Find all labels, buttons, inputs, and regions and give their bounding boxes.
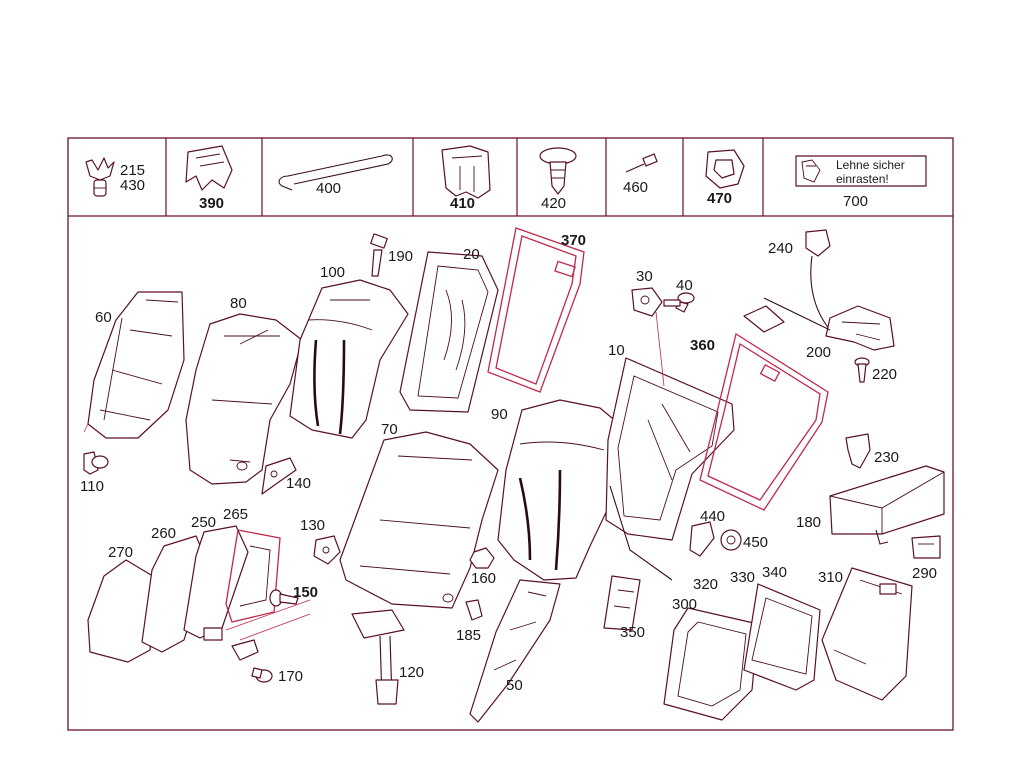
cable-module-350-part	[603, 485, 673, 631]
bracket-clip-410-icon	[441, 145, 491, 199]
callout-50: 50	[506, 677, 523, 694]
screw-220-part	[854, 357, 870, 383]
mat-360-part	[699, 332, 829, 511]
clip-215-icon	[85, 157, 115, 197]
trim-panel-310-part	[821, 567, 913, 701]
release-120-part	[351, 609, 405, 705]
nut-160-part	[469, 547, 495, 569]
bolt-190-part	[370, 233, 388, 277]
callout-70: 70	[381, 421, 398, 438]
bracket-290-part	[911, 535, 941, 559]
callout-200: 200	[806, 344, 831, 361]
legend-label-410: 410	[450, 195, 475, 212]
legend-label-460: 460	[623, 179, 648, 196]
callout-220: 220	[872, 366, 897, 383]
callout-130: 130	[300, 517, 325, 534]
callout-185: 185	[456, 627, 481, 644]
callout-265: 265	[223, 506, 248, 523]
hinge-130-part	[313, 535, 341, 565]
legend-label-390: 390	[199, 195, 224, 212]
callout-100: 100	[320, 264, 345, 281]
callout-110: 110	[80, 478, 104, 495]
callout-170: 170	[278, 668, 303, 685]
legend-label-470: 470	[707, 190, 732, 207]
diagram-frame	[67, 137, 954, 731]
legend-label-420: 420	[541, 195, 566, 212]
warning-sign-700	[795, 155, 927, 187]
callout-20: 20	[463, 246, 480, 263]
callout-260: 260	[151, 525, 176, 542]
backrest-shell-100-part	[289, 279, 409, 439]
cushion-70-part	[339, 431, 499, 609]
side-trim-50-part	[469, 579, 561, 723]
legend-label-215: 215	[120, 162, 145, 179]
callout-300: 300	[672, 596, 697, 613]
callout-80: 80	[230, 295, 247, 312]
callout-150: 150	[293, 584, 318, 601]
mat-370-part	[487, 227, 585, 393]
clip-440-part	[689, 521, 715, 557]
callout-270: 270	[108, 544, 133, 561]
screw-110-part	[83, 451, 109, 475]
legend-label-700: 700	[843, 193, 868, 210]
callout-450: 450	[743, 534, 768, 551]
callout-290: 290	[912, 565, 937, 582]
module-265-part	[225, 529, 281, 623]
clip-230-part	[845, 433, 871, 469]
callout-60: 60	[95, 309, 112, 326]
box-180-part	[829, 465, 945, 545]
backrest-90-part	[497, 399, 637, 581]
clip-390-icon	[185, 145, 233, 191]
callout-330: 330	[730, 569, 755, 586]
callout-250: 250	[191, 514, 216, 531]
callout-160: 160	[471, 570, 496, 587]
callout-240: 240	[768, 240, 793, 257]
sign-line-1: Lehne sicher	[836, 158, 905, 172]
side-panel-60-part	[83, 291, 185, 439]
callout-440: 440	[700, 508, 725, 525]
cushion-270-part	[87, 559, 157, 663]
clip-185-part	[465, 599, 483, 621]
callout-340: 340	[762, 564, 787, 581]
hinge-140-part	[261, 457, 297, 495]
bolt-150-part	[225, 589, 311, 641]
callout-230: 230	[874, 449, 899, 466]
pin-460-icon	[625, 153, 658, 173]
screw-170-part	[231, 639, 273, 683]
callout-180: 180	[796, 514, 821, 531]
cover-340-part	[743, 583, 821, 691]
nut-450-part	[720, 529, 742, 551]
legend-label-400: 400	[316, 180, 341, 197]
callout-40: 40	[676, 277, 693, 294]
cushion-260-part	[141, 535, 209, 653]
seat-frame-20-part	[399, 251, 499, 413]
callout-10: 10	[608, 342, 625, 359]
cushion-80-part	[185, 313, 303, 485]
callout-320: 320	[693, 576, 718, 593]
callout-370: 370	[561, 232, 586, 249]
callout-140: 140	[286, 475, 311, 492]
callout-350: 350	[620, 624, 645, 641]
callout-120: 120	[399, 664, 424, 681]
callout-190: 190	[388, 248, 413, 265]
spring-rod-400-icon	[278, 154, 393, 191]
legend-cell-dividers	[165, 138, 764, 216]
screw-40-part	[663, 292, 695, 313]
push-rivet-420-icon	[539, 147, 577, 195]
callout-360: 360	[690, 337, 715, 354]
legend-label-430: 430	[120, 177, 145, 194]
clip-240-part	[805, 229, 831, 331]
callout-30: 30	[636, 268, 653, 285]
grommet-470-icon	[705, 149, 745, 189]
latch-200-part	[743, 297, 895, 351]
main-frame-10-part	[605, 311, 735, 541]
callout-310: 310	[818, 569, 843, 586]
sign-line-2: einrasten!	[836, 172, 889, 186]
bracket-30-part	[631, 287, 663, 317]
callout-90: 90	[491, 406, 508, 423]
panel-300-part	[663, 607, 759, 721]
